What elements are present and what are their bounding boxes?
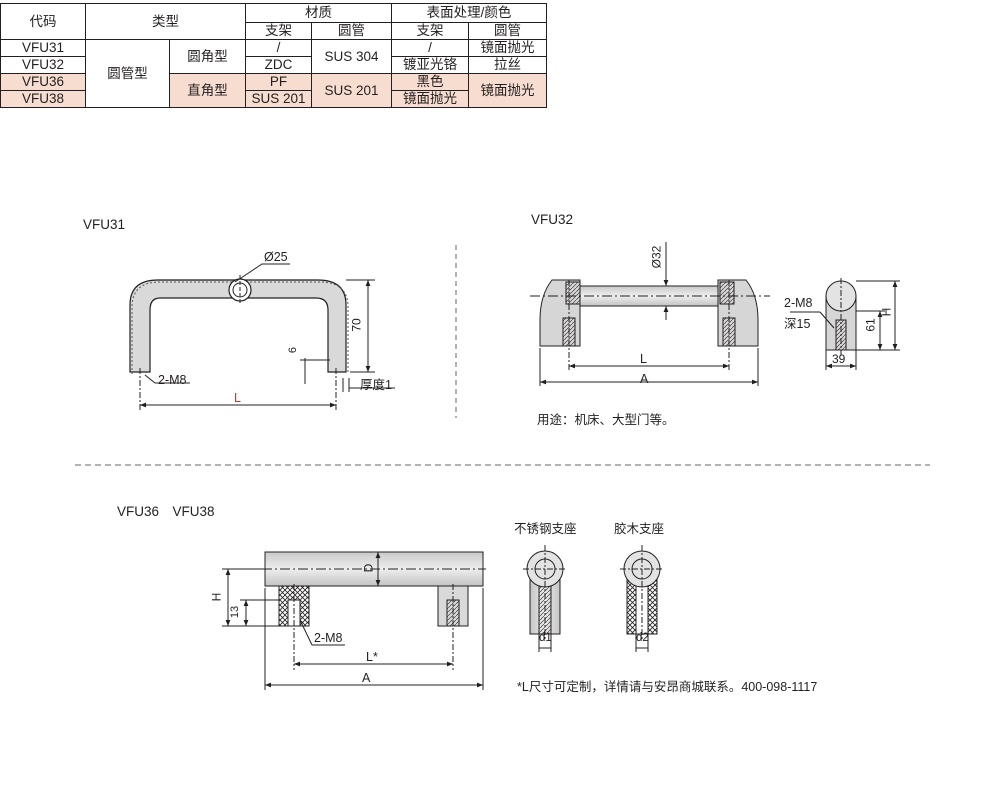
cell-mat-bracket: PF: [245, 73, 312, 91]
cell-surf-bracket: 黑色: [391, 73, 469, 91]
steel-base-title: 不锈钢支座: [514, 522, 577, 536]
d1-label: d1: [539, 632, 552, 644]
vfu31-thread-label: 2-M8: [158, 373, 187, 387]
row-code: VFU36: [0, 73, 86, 91]
vfu31-title: VFU31: [83, 217, 126, 232]
vfu32-title: VFU32: [531, 212, 574, 227]
cell-mat-tube: SUS 304: [311, 39, 392, 74]
cell-mat-bracket: ZDC: [245, 56, 312, 74]
vfu36-A-label: A: [362, 671, 371, 685]
cell-mat-bracket: SUS 201: [245, 90, 312, 108]
type-round: 圆角型: [169, 39, 246, 74]
vfu32-side-drawing: [790, 278, 900, 370]
vfu32-H-label: H: [879, 307, 894, 317]
steel-base-drawing: [523, 545, 567, 652]
vfu31-length-label: L: [234, 391, 241, 405]
vfu31-drawing: [129, 263, 395, 410]
vfu32-usage: 用途：机床、大型门等。: [537, 413, 675, 427]
vfu32-diameter-label: Ø32: [649, 245, 664, 269]
vfu31-height-label: 70: [349, 318, 364, 332]
vfu32-L-label: L: [640, 352, 647, 366]
vfu36-h13-label: 13: [229, 605, 242, 619]
header-type: 类型: [85, 3, 246, 40]
vfu31-depth-label: 6: [287, 346, 300, 354]
cell-surf-bracket: 镜面抛光: [391, 90, 469, 108]
vfu36-H-label: H: [209, 592, 224, 602]
vfu36-D-label: D: [361, 563, 376, 573]
vfu32-width-label: 39: [832, 352, 846, 366]
vfu36-title: VFU36 VFU38: [117, 504, 215, 519]
vfu36-thread-label: 2-M8: [314, 631, 343, 645]
vfu31-thickness-label: 厚度1: [360, 378, 392, 392]
row-code: VFU32: [0, 56, 86, 74]
vfu36-L-label: L*: [366, 650, 378, 664]
type-main: 圆管型: [85, 39, 170, 108]
d2-label: d2: [636, 632, 649, 644]
row-code: VFU38: [0, 90, 86, 108]
cell-surf-tube: 镜面抛光: [468, 73, 547, 108]
spec-table: 代码 类型 材质 表面处理/颜色 支架 圆管 支架 圆管 VFU31 圆管型 圆…: [0, 3, 547, 108]
type-square: 直角型: [169, 73, 246, 108]
cell-mat-tube: SUS 201: [311, 73, 392, 108]
vfu32-thread-label: 2-M8: [784, 296, 813, 310]
subheader-surf-tube: 圆管: [468, 22, 547, 40]
vfu32-h61-label: 61: [863, 318, 878, 332]
header-code: 代码: [0, 3, 86, 40]
custom-length-note: *L尺寸可定制，详情请与安昂商城联系。400-098-1117: [517, 680, 818, 694]
vfu32-A-label: A: [640, 372, 649, 386]
wood-base-title: 胶木支座: [614, 522, 665, 536]
wood-base-drawing: [620, 545, 664, 652]
vfu32-front-drawing: [530, 242, 770, 386]
vfu36-drawing: [222, 551, 486, 690]
vfu31-diameter-label: Ø25: [264, 250, 288, 264]
vfu32-depth-label: 深15: [784, 317, 811, 331]
